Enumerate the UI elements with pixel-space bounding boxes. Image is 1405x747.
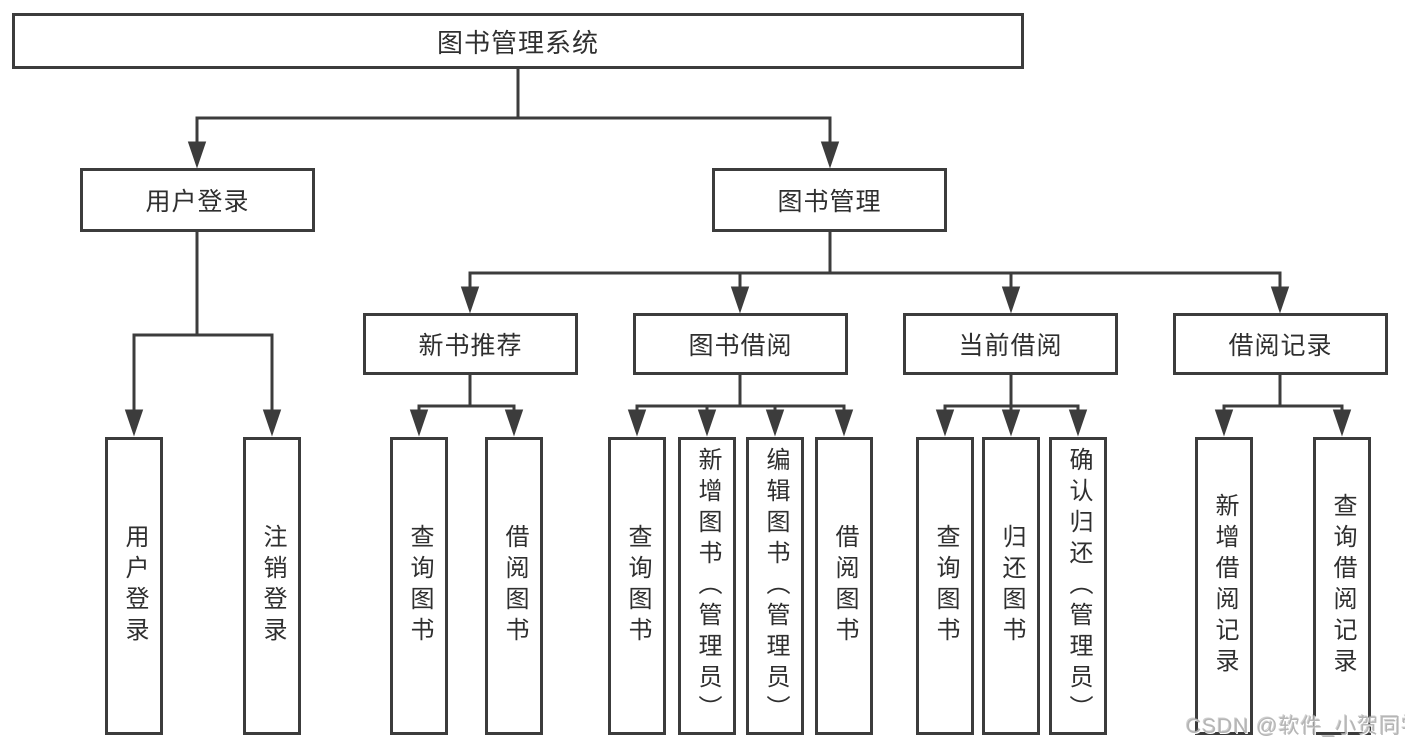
node-borrowing-records: 借阅记录 [1173, 313, 1388, 375]
node-leaf-logout: 注销登录 [243, 437, 301, 735]
node-leaf-recommend-query-books: 查询图书 [390, 437, 448, 735]
node-leaf-records-query-record: 查询借阅记录 [1313, 437, 1371, 735]
watermark: CSDN @软件_小贺同学 [1186, 715, 1405, 738]
node-leaf-recommend-borrow-books: 借阅图书 [485, 437, 543, 735]
node-leaf-borrow-query-books: 查询图书 [608, 437, 666, 735]
node-leaf-current-confirm-return: 确认归还（管理员） [1049, 437, 1107, 735]
node-new-book-recommend: 新书推荐 [363, 313, 578, 375]
node-leaf-current-query-books: 查询图书 [916, 437, 974, 735]
node-book-management: 图书管理 [712, 168, 947, 232]
node-current-borrowing: 当前借阅 [903, 313, 1118, 375]
node-leaf-borrow-borrow-books: 借阅图书 [815, 437, 873, 735]
node-leaf-user-login: 用户登录 [105, 437, 163, 735]
node-leaf-current-return-books: 归还图书 [982, 437, 1040, 735]
node-leaf-borrow-edit-books: 编辑图书（管理员） [746, 437, 804, 735]
node-book-borrowing: 图书借阅 [633, 313, 848, 375]
node-user-login: 用户登录 [80, 168, 315, 232]
node-leaf-borrow-add-books: 新增图书（管理员） [678, 437, 736, 735]
node-leaf-records-add-record: 新增借阅记录 [1195, 437, 1253, 735]
node-root-system: 图书管理系统 [12, 13, 1024, 69]
